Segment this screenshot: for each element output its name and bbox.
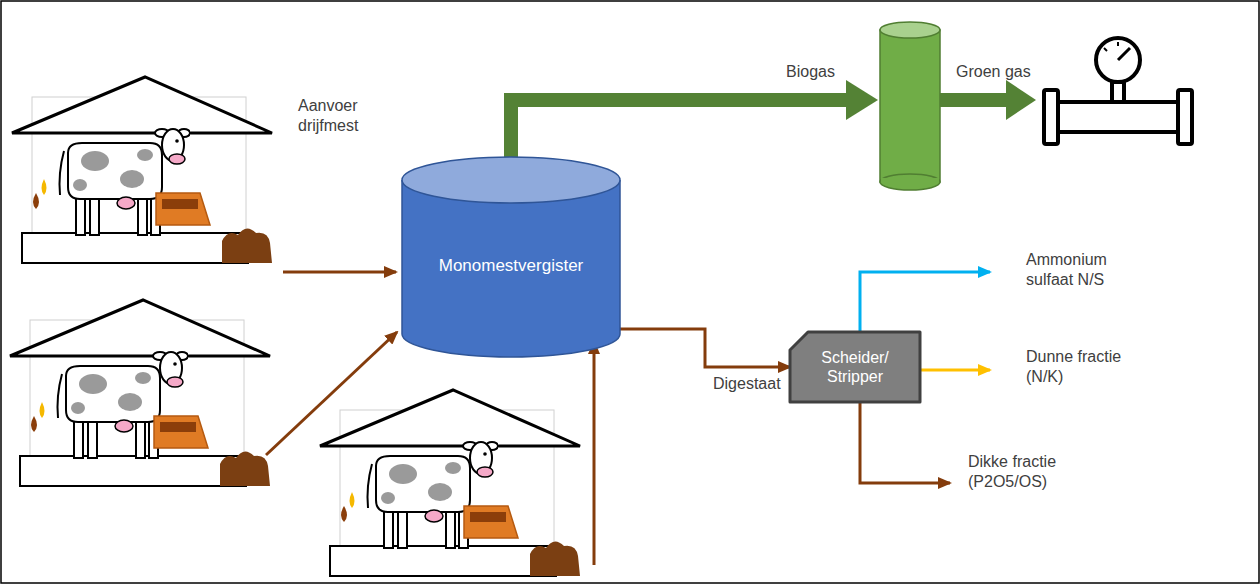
gas-label: Groen gas: [956, 62, 1046, 82]
barn-icon: [10, 300, 270, 486]
gas-label: Biogas: [786, 62, 866, 82]
edge-label: Digestaat: [711, 375, 783, 393]
upgrader-cylinder: [880, 22, 940, 190]
barn-icon: [320, 390, 580, 576]
digester-cylinder: Monomestvergister: [402, 157, 620, 357]
gas-meter-icon: [1044, 38, 1192, 144]
node-title: Monomestvergister: [439, 256, 584, 276]
product-label: Dunne fractie (N/K): [1026, 347, 1138, 387]
green-gas-arrow: [940, 80, 1036, 120]
biogas-arrow: [511, 80, 878, 158]
node-title: Scheider/ Stripper: [807, 348, 903, 386]
digestate-flow: [620, 329, 790, 367]
product-label: Ammonium sulfaat N/S: [1026, 250, 1148, 290]
product-label: Dikke fractie (P2O5/OS): [968, 452, 1086, 492]
feed-label: Aanvoer drijfmest: [298, 96, 398, 136]
separator-box-outline: [790, 332, 920, 402]
barn-icon: [12, 77, 272, 263]
separator-box: Scheider/ Stripper: [790, 332, 920, 402]
